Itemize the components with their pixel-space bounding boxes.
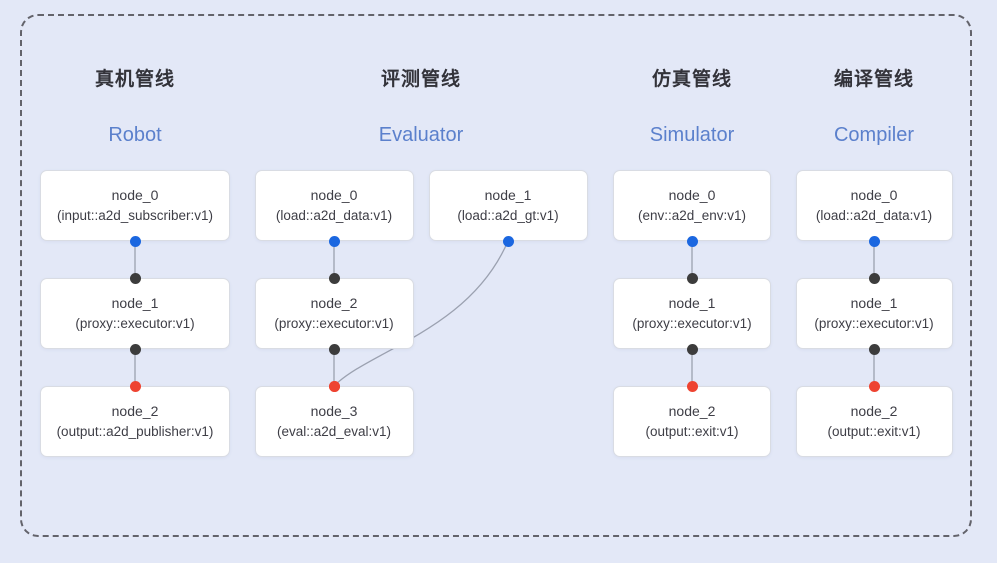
port-dot-red-in	[328, 380, 340, 392]
node-label: node_3	[310, 403, 358, 419]
node-box-robot-node_0: node_0(input::a2d_subscriber:v1)	[40, 170, 230, 241]
node-box-simulator-node_0: node_0(env::a2d_env:v1)	[613, 170, 771, 241]
node-box-robot-node_2: node_2(output::a2d_publisher:v1)	[40, 386, 230, 457]
node-box-compiler-node_0: node_0(load::a2d_data:v1)	[795, 170, 953, 241]
node-type: (output::exit:v1)	[827, 423, 921, 439]
pipeline-title-en-evaluator: Evaluator	[378, 124, 464, 146]
node-label: node_1	[668, 295, 716, 311]
node-box-simulator-node_2: node_2(output::exit:v1)	[613, 386, 771, 457]
node-box-simulator-node_1: node_1(proxy::executor:v1)	[613, 278, 771, 349]
node-label: node_1	[111, 295, 159, 311]
port-dot-blue-out	[328, 235, 340, 247]
node-label: node_0	[111, 187, 159, 203]
node-box-evaluator-node_3: node_3(eval::a2d_eval:v1)	[254, 386, 414, 457]
pipeline-title-en-robot: Robot	[108, 124, 162, 146]
node-type: (load::a2d_data:v1)	[815, 207, 933, 223]
node-label: node_2	[111, 403, 159, 419]
node-label: node_0	[668, 187, 716, 203]
node-type: (proxy::executor:v1)	[814, 315, 934, 331]
pipeline-title-zh-robot: 真机管线	[94, 69, 176, 90]
port-dot-black-out	[129, 343, 141, 355]
port-dot-black-out	[868, 343, 880, 355]
node-box-evaluator-node_1: node_1(load::a2d_gt:v1)	[428, 170, 588, 241]
node-type: (env::a2d_env:v1)	[637, 207, 747, 223]
node-type: (load::a2d_gt:v1)	[457, 207, 559, 223]
edge-connector-evaluator-node_1-node_3	[333, 240, 509, 387]
port-dot-blue-out	[129, 235, 141, 247]
node-type: (proxy::executor:v1)	[632, 315, 752, 331]
node-label: node_0	[850, 187, 898, 203]
pipeline-title-zh-simulator: 仿真管线	[651, 69, 733, 90]
node-box-compiler-node_2: node_2(output::exit:v1)	[795, 386, 953, 457]
node-type: (output::exit:v1)	[645, 423, 739, 439]
node-type: (load::a2d_data:v1)	[275, 207, 393, 223]
node-label: node_1	[484, 187, 532, 203]
node-type: (proxy::executor:v1)	[274, 315, 394, 331]
node-label: node_2	[850, 403, 898, 419]
node-type: (eval::a2d_eval:v1)	[276, 423, 392, 439]
port-dot-black-in	[129, 272, 141, 284]
port-dot-black-out	[686, 343, 698, 355]
port-dot-black-out	[328, 343, 340, 355]
node-label: node_2	[668, 403, 716, 419]
port-dot-blue-out	[502, 235, 514, 247]
node-type: (output::a2d_publisher:v1)	[56, 423, 214, 439]
port-dot-black-in	[686, 272, 698, 284]
pipeline-title-zh-compiler: 编译管线	[833, 69, 915, 90]
dashed-frame	[20, 14, 972, 537]
port-dot-black-in	[328, 272, 340, 284]
node-label: node_1	[850, 295, 898, 311]
port-dot-red-in	[129, 380, 141, 392]
node-box-robot-node_1: node_1(proxy::executor:v1)	[40, 278, 230, 349]
node-box-compiler-node_1: node_1(proxy::executor:v1)	[795, 278, 953, 349]
pipeline-title-zh-evaluator: 评测管线	[380, 69, 462, 90]
pipeline-title-en-compiler: Compiler	[833, 124, 915, 146]
node-box-evaluator-node_2: node_2(proxy::executor:v1)	[254, 278, 414, 349]
port-dot-red-in	[686, 380, 698, 392]
node-box-evaluator-node_0: node_0(load::a2d_data:v1)	[254, 170, 414, 241]
node-label: node_2	[310, 295, 358, 311]
node-label: node_0	[310, 187, 358, 203]
node-type: (input::a2d_subscriber:v1)	[56, 207, 214, 223]
node-type: (proxy::executor:v1)	[75, 315, 195, 331]
pipeline-title-en-simulator: Simulator	[649, 124, 735, 146]
port-dot-black-in	[868, 272, 880, 284]
port-dot-blue-out	[686, 235, 698, 247]
port-dot-red-in	[868, 380, 880, 392]
port-dot-blue-out	[868, 235, 880, 247]
